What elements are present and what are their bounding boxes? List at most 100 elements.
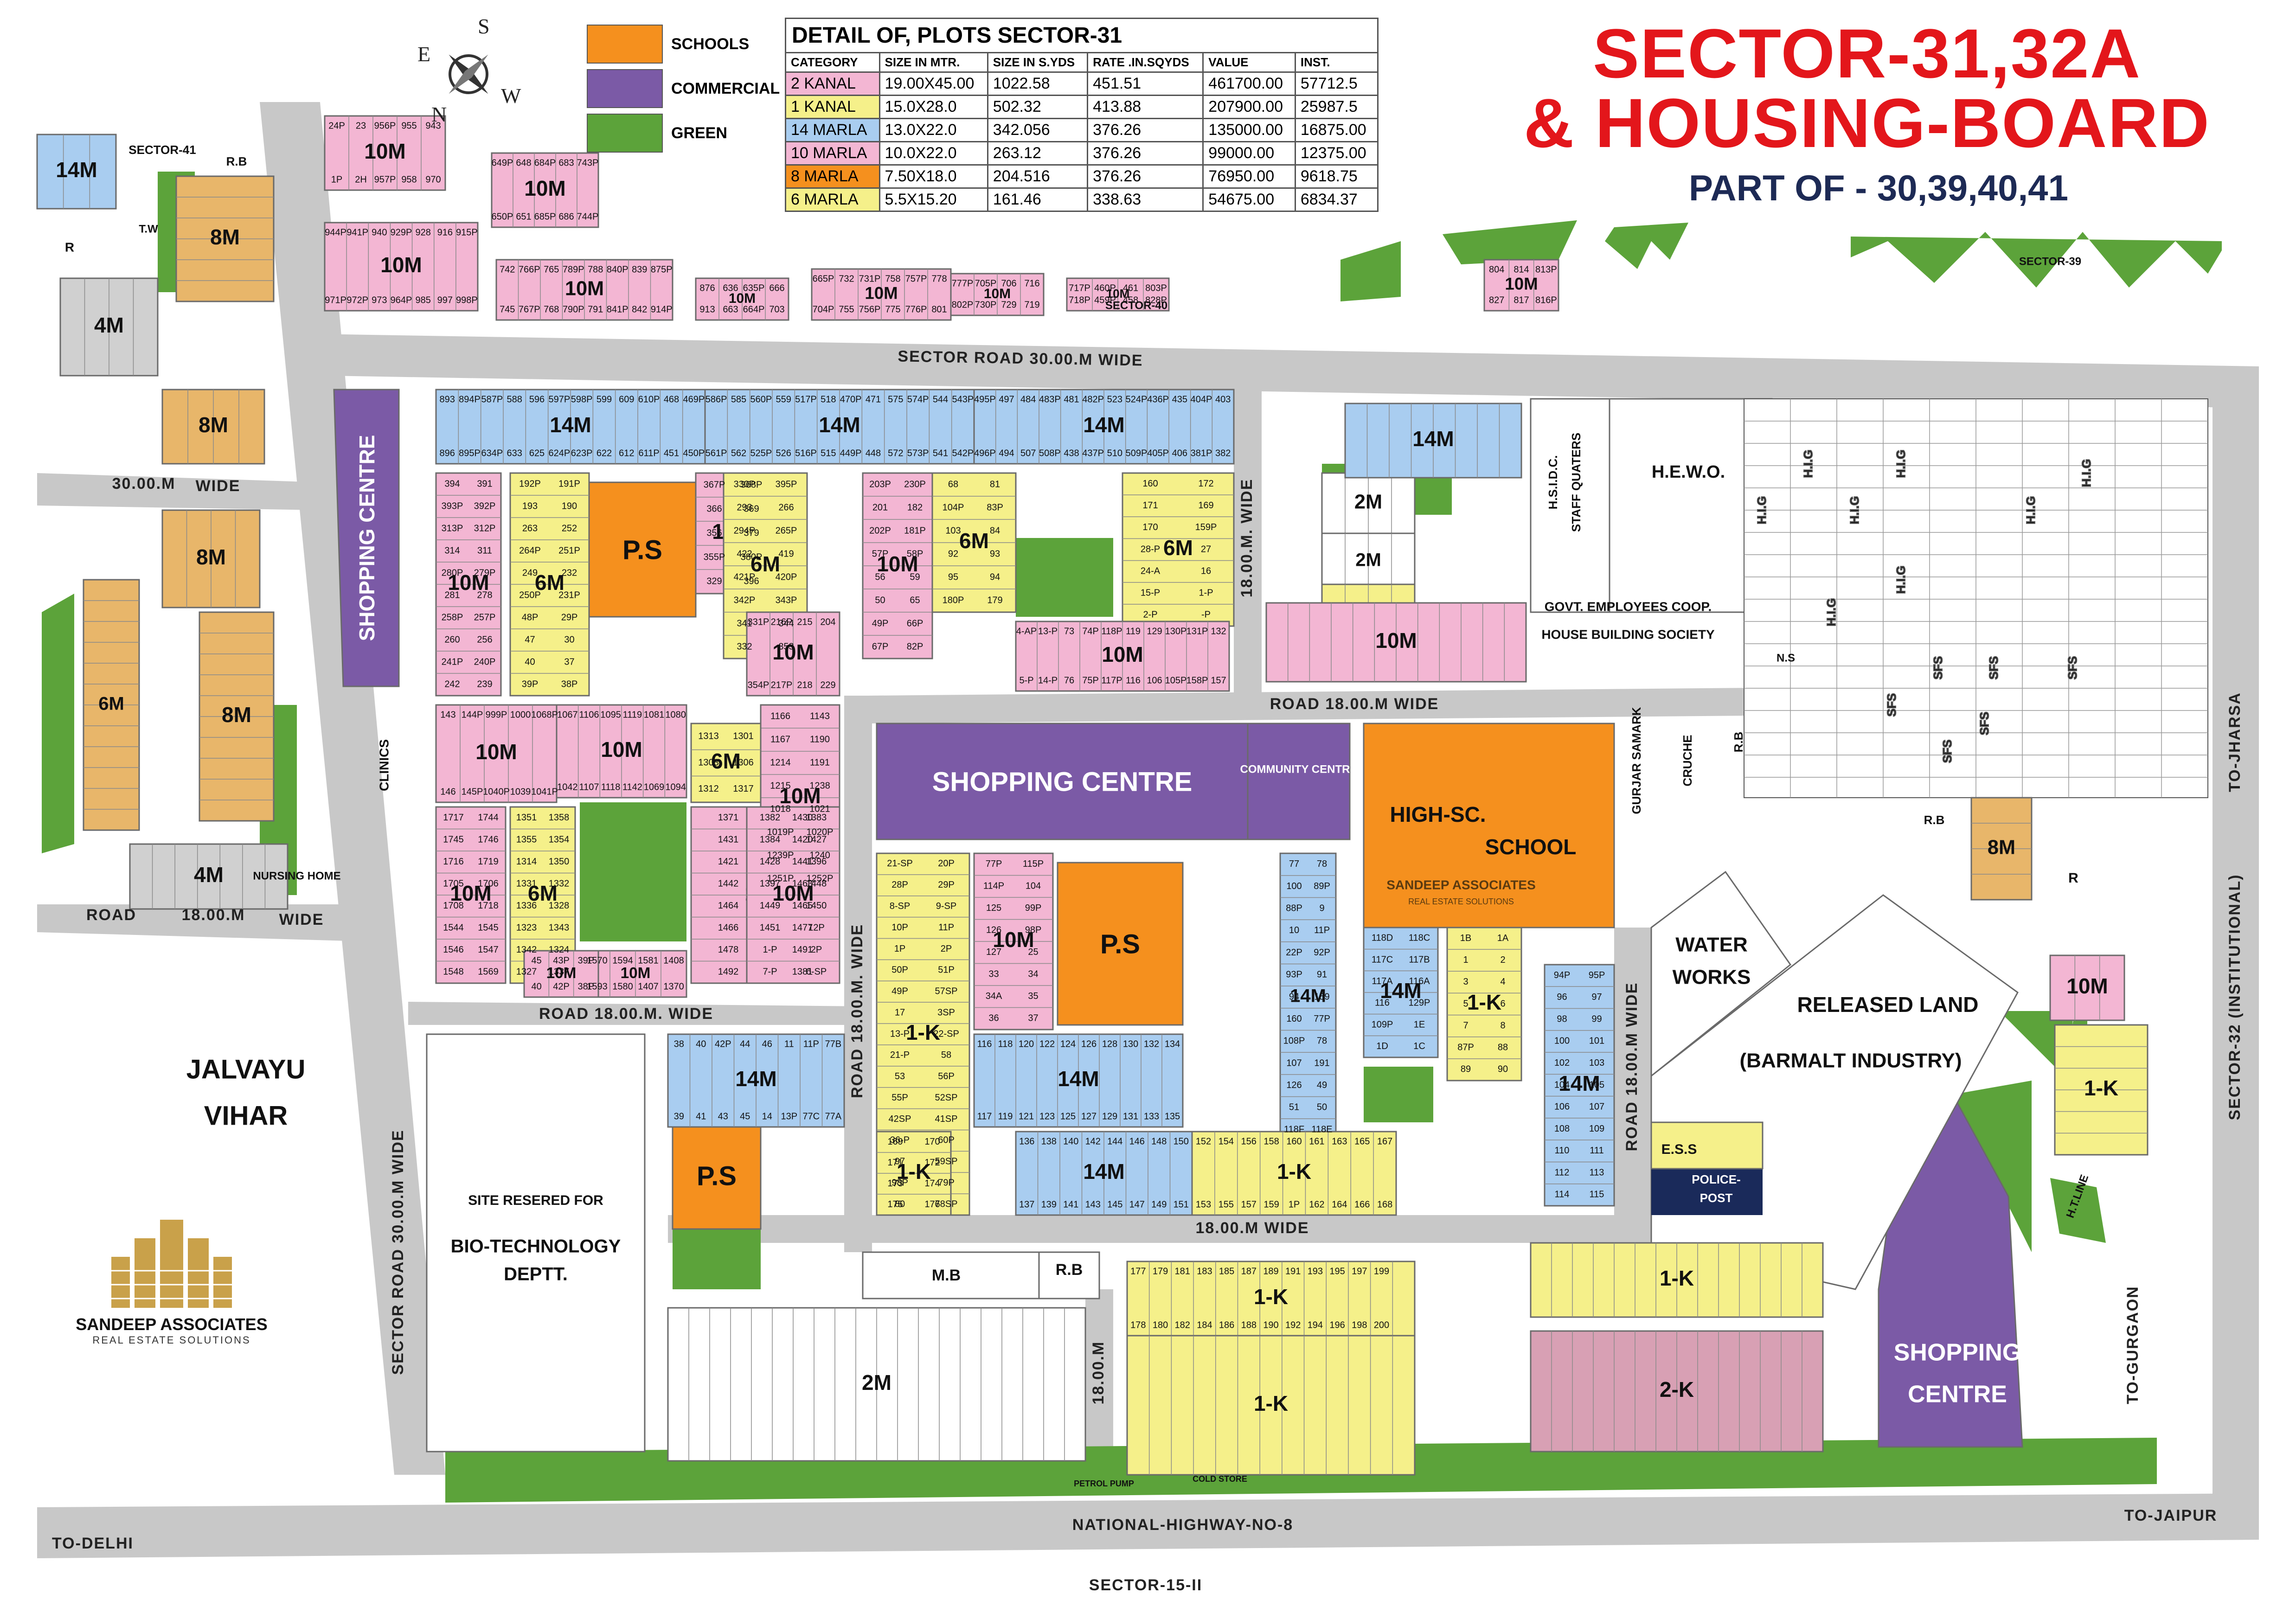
plots-14m-e — [1279, 852, 1337, 1142]
plot-number: 1142 — [622, 782, 642, 792]
sector-road-top-label: SECTOR ROAD 30.00.M WIDE — [898, 347, 1143, 369]
detail-cell: 161.46 — [987, 187, 1089, 212]
plots-14m-l-label: 14M — [56, 158, 97, 182]
plot-number: 636 — [723, 283, 738, 293]
plots-10m-top-9-label: 10M — [1505, 275, 1538, 294]
road-18m-vertical-c-label: 18.00.M. WIDE — [1238, 479, 1256, 598]
plot-number: 192P — [519, 479, 541, 489]
plot-number: 419 — [778, 549, 794, 559]
plot-number: 663 — [723, 304, 738, 314]
detail-header-cell: VALUE — [1202, 52, 1296, 73]
plot-number: 1331 — [516, 879, 537, 889]
plot-number: 49P — [891, 986, 908, 997]
plot-number: 650P — [492, 211, 513, 222]
plot-number: 10 — [1289, 925, 1299, 935]
plot-number: 744P — [577, 211, 599, 222]
plot-number: 518 — [821, 394, 836, 404]
plot-number: 7-P — [763, 967, 777, 977]
plot-number: 1442 — [718, 879, 739, 889]
green-plot-3 — [580, 802, 686, 941]
plots-10m-top-2-label: 10M — [380, 253, 422, 277]
plot-number: 5-P — [1019, 675, 1033, 685]
plot-number: 731P — [859, 274, 881, 284]
plot-number: 458 — [1123, 295, 1138, 305]
plot-number: 124 — [1060, 1039, 1076, 1049]
area-labels: SHOPPING CENTRE SHOPPING CENTRE COMMUNIT… — [65, 143, 2091, 1488]
green-belt-top-4 — [1340, 241, 1401, 301]
plots-10m-top-1-label: 10M — [364, 139, 405, 163]
plot-number: 742 — [500, 264, 515, 275]
plot-number: 2P — [941, 944, 952, 954]
plot-number: 3SP — [937, 1007, 955, 1018]
plot-number: 93 — [990, 549, 1000, 559]
plot-number: 49P — [872, 618, 889, 628]
plot-number: 344 — [778, 618, 794, 628]
jalvayu-label: JALVAYU — [186, 1054, 306, 1084]
plots-14m-k-label: 14M — [1412, 427, 1454, 451]
commercial-areas — [333, 389, 2023, 1448]
plot-number: 356 — [706, 528, 722, 538]
plots-10m-t-label: 10M — [788, 1034, 789, 1035]
plot-number: 183 — [1197, 1266, 1212, 1276]
plot-number: 117 — [977, 1111, 992, 1121]
plot-number: 135 — [1165, 1111, 1180, 1121]
plot-number: 83P — [987, 502, 1003, 512]
plot-number: 193 — [522, 501, 538, 511]
ps-bottom-label: P.S — [697, 1161, 737, 1191]
plot-number: 1301 — [733, 731, 754, 742]
sector-road-top — [315, 334, 2259, 408]
plot-number: 191 — [1314, 1058, 1329, 1068]
plot-number: 160 — [1286, 1136, 1302, 1146]
plot-number: 2 — [1500, 955, 1505, 965]
plot-number: 165 — [1354, 1136, 1370, 1146]
plot-number: 251P — [558, 545, 580, 556]
plot-number: 541 — [933, 448, 948, 458]
hig-label: H.I.G — [2079, 459, 2093, 487]
title-line2: & HOUSING-BOARD — [1524, 84, 2210, 162]
plot-number: 256 — [477, 634, 492, 645]
brand-logo-block: SANDEEP ASSOCIATES REAL ESTATE SOLUTIONS — [70, 1215, 274, 1346]
plot-number: 156 — [1241, 1136, 1257, 1146]
ps-center — [1057, 862, 1184, 1026]
plots-10m-top-1 — [324, 115, 446, 191]
to-jaipur-label: TO-JAIPUR — [2124, 1507, 2218, 1524]
plot-number: 73 — [1064, 626, 1074, 636]
plot-number: 404P — [1191, 394, 1212, 404]
ps-center-label: P.S — [1100, 929, 1140, 959]
plot-number: 1581 — [638, 955, 659, 966]
plot-number: 1021 — [809, 804, 830, 814]
plot-number: 111 — [1590, 1146, 1603, 1156]
plot-number: 588 — [507, 394, 522, 404]
plots-10m-top-9 — [1483, 259, 1559, 312]
plot-number: 119 — [1126, 626, 1141, 636]
plot-number: 379 — [744, 528, 759, 538]
compass-e: E — [417, 42, 431, 66]
plot-number: 34 — [1028, 969, 1038, 979]
plot-number: 330P — [734, 479, 756, 489]
police-label: POLICE- — [1692, 1172, 1740, 1186]
plot-number: 48P — [522, 612, 539, 622]
plot-number: 13-P — [1038, 626, 1058, 636]
plot-number: 164 — [1332, 1199, 1347, 1210]
house-label: HOUSE BUILDING SOCIETY — [1541, 627, 1715, 641]
plot-number: 58 — [941, 1050, 951, 1060]
plot-number: 218 — [797, 680, 812, 690]
plot-number: 201 — [872, 502, 888, 512]
plot-number: 1P — [331, 174, 342, 185]
plot-number: 51P — [938, 965, 955, 975]
road-18m-bottom — [668, 1215, 1865, 1243]
plot-number: 172 — [1198, 479, 1213, 489]
plot-number: 92P — [1314, 947, 1330, 958]
plot-number: 508P — [1039, 448, 1061, 458]
bio-dept-label: BIO-TECHNOLOGY — [451, 1236, 621, 1257]
plot-number: 1407 — [638, 981, 659, 992]
plot-number: 804 — [1489, 264, 1504, 275]
plot-number: 202P — [869, 525, 891, 536]
plot-number: 1A — [1497, 933, 1509, 943]
detail-cell: 57712.5 — [1294, 71, 1379, 96]
plot-number: 133 — [1144, 1111, 1159, 1121]
plot-number: 745 — [500, 304, 515, 314]
plots-10m-n-label: 10M — [621, 965, 651, 982]
plots-14m-c-label: 14M — [1083, 413, 1124, 437]
plot-number: 94 — [1289, 992, 1299, 1002]
